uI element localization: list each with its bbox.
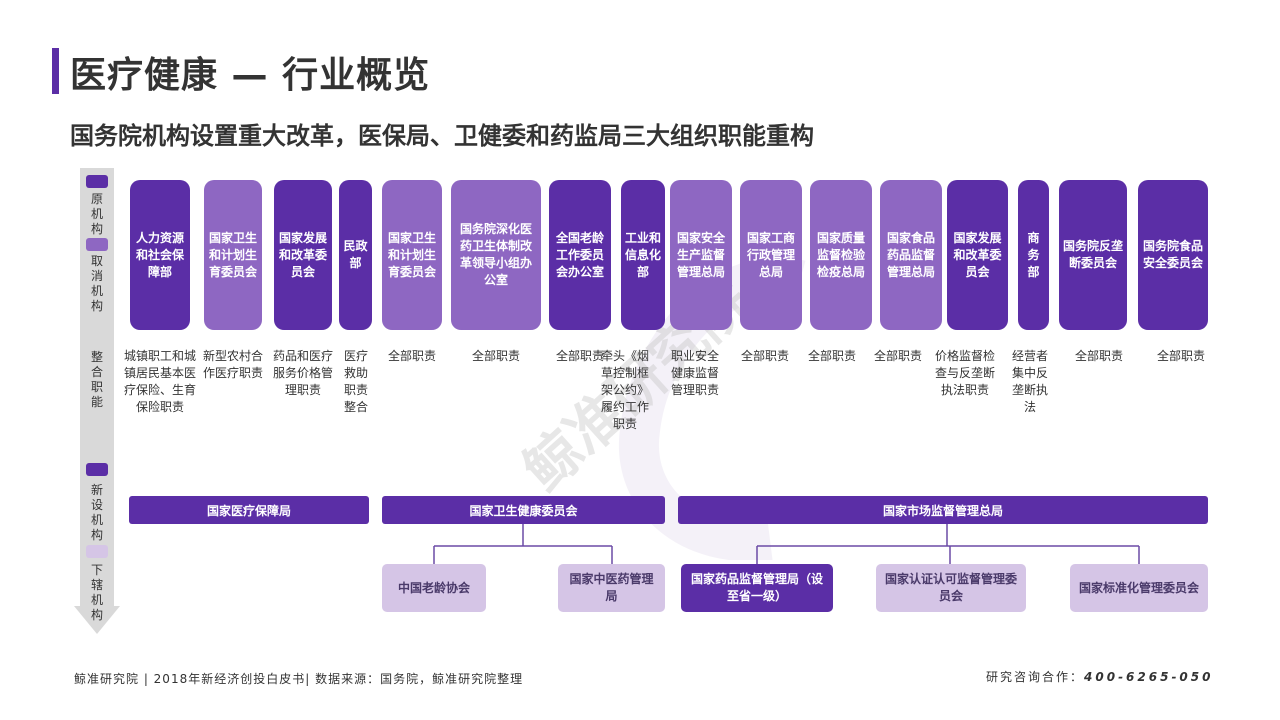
org-name: 商务部 — [1027, 230, 1040, 279]
legend-swatch-new — [86, 463, 108, 476]
org-box-mofcom: 商务部 — [1018, 180, 1049, 330]
title-accent-bar — [52, 48, 59, 94]
org-box-ndrc-1: 国家发展和改革委员会 — [274, 180, 332, 330]
org-name: 国家卫生和计划生育委员会 — [208, 230, 257, 279]
org-box-cfda: 国家食品药品监督管理总局 — [880, 180, 942, 330]
legend-label-cancelled: 取消机构 — [90, 254, 103, 313]
new-org-nhc: 国家卫生健康委员会 — [382, 496, 665, 524]
sub-org-name: 国家中医药管理局 — [569, 572, 654, 603]
footer-source: 鲸准研究院 | 2018年新经济创投白皮书| 数据来源：国务院，鲸准研究院整理 — [74, 672, 524, 686]
legend-label-new: 新设机构 — [90, 483, 103, 542]
org-name: 国家工商行政管理总局 — [746, 230, 795, 279]
footer-phone: 400-6265-050 — [1084, 670, 1214, 684]
new-org-samr: 国家市场监督管理总局 — [678, 496, 1208, 524]
org-box-mca: 民政部 — [339, 180, 372, 330]
duty-text-antimonopoly: 全部职责 — [1074, 349, 1123, 363]
sub-org-name: 国家标准化管理委员会 — [1078, 580, 1199, 595]
org-name: 人力资源和社会保障部 — [135, 230, 184, 279]
sub-org-name: 国家药品监督管理局（设至省一级） — [690, 572, 823, 603]
duty-text-nhfpc-2: 全部职责 — [387, 349, 436, 363]
legend-swatch-original — [86, 175, 108, 188]
duty-text-aging-office: 全部职责 — [555, 349, 604, 363]
sub-org-sac: 国家标准化管理委员会 — [1070, 564, 1208, 612]
duty-text-nhfpc-1: 新型农村合作医疗职责 — [202, 349, 263, 380]
duty-text-safety-admin: 职业安全健康监督管理职责 — [670, 349, 719, 397]
sub-org-name: 国家认证认可监督管理委员会 — [884, 572, 1017, 603]
duty-text-miit: 牵头《烟草控制框架公约》履约工作职责 — [600, 349, 649, 431]
legend-swatch-subordinate — [86, 545, 108, 558]
org-box-saic: 国家工商行政管理总局 — [740, 180, 802, 330]
duty-text-healthreform-office: 全部职责 — [471, 349, 520, 363]
org-name: 国务院食品安全委员会 — [1142, 239, 1203, 270]
org-box-healthreform-office: 国务院深化医药卫生体制改革领导小组办公室 — [451, 180, 541, 330]
duty-text-ndrc-2: 价格监督检查与反垄断执法职责 — [934, 349, 995, 397]
legend-label-subordinate: 下辖机构 — [90, 563, 103, 622]
org-name: 国家卫生和计划生育委员会 — [387, 230, 436, 279]
org-box-miit: 工业和信息化部 — [621, 180, 665, 330]
org-name: 国家发展和改革委员会 — [278, 230, 327, 279]
legend-label-duties: 整合职能 — [90, 350, 103, 409]
org-box-nhfpc-2: 国家卫生和计划生育委员会 — [382, 180, 442, 330]
org-box-safety-admin: 国家安全生产监督管理总局 — [670, 180, 732, 330]
duty-text-foodsafety: 全部职责 — [1156, 349, 1205, 363]
duty-text-hrss: 城镇职工和城镇居民基本医疗保险、生育保险职责 — [123, 349, 196, 414]
org-name: 国家安全生产监督管理总局 — [676, 230, 725, 279]
legend-label-original: 原机构 — [90, 192, 103, 236]
org-name: 国家发展和改革委员会 — [953, 230, 1002, 279]
org-box-antimonopoly: 国务院反垄断委员会 — [1059, 180, 1127, 330]
footer-contact-label: 研究咨询合作： — [986, 670, 1085, 684]
org-name: 国务院深化医药卫生体制改革领导小组办公室 — [459, 222, 532, 287]
duty-text-mca: 医疗救助职责整合 — [343, 349, 368, 414]
legend-swatch-cancelled — [86, 238, 108, 251]
org-box-foodsafety: 国务院食品安全委员会 — [1138, 180, 1208, 330]
duty-text-cfda: 全部职责 — [873, 349, 922, 363]
org-name: 全国老龄工作委员会办公室 — [555, 230, 604, 279]
duty-text-ndrc-1: 药品和医疗服务价格管理职责 — [272, 349, 333, 397]
duty-text-saic: 全部职责 — [740, 349, 789, 363]
org-name: 民政部 — [343, 239, 368, 270]
page-subtitle: 国务院机构设置重大改革，医保局、卫健委和药监局三大组织职能重构 — [70, 122, 814, 150]
footer-contact: 研究咨询合作：400-6265-050 — [986, 668, 1213, 685]
sub-org-name: 中国老龄协会 — [397, 580, 470, 595]
org-box-aging-office: 全国老龄工作委员会办公室 — [549, 180, 611, 330]
duty-text-mofcom: 经营者集中反垄断执法 — [1011, 349, 1048, 414]
sub-org-aging-association: 中国老龄协会 — [382, 564, 486, 612]
new-org-nhsa: 国家医疗保障局 — [129, 496, 369, 524]
legend-arrow — [74, 606, 120, 634]
org-box-nhfpc-1: 国家卫生和计划生育委员会 — [204, 180, 262, 330]
org-box-aqsiq: 国家质量监督检验检疫总局 — [810, 180, 872, 330]
org-name: 国家质量监督检验检疫总局 — [816, 230, 865, 279]
org-box-hrss: 人力资源和社会保障部 — [130, 180, 190, 330]
duty-text-aqsiq: 全部职责 — [807, 349, 856, 363]
page-title: 医疗健康 — 行业概览 — [70, 55, 431, 96]
org-name: 工业和信息化部 — [625, 230, 662, 279]
org-name: 国务院反垄断委员会 — [1063, 239, 1124, 270]
sub-org-nmpa: 国家药品监督管理局（设至省一级） — [681, 564, 833, 612]
sub-org-tcm-admin: 国家中医药管理局 — [558, 564, 665, 612]
org-name: 国家食品药品监督管理总局 — [886, 230, 935, 279]
sub-org-cnca: 国家认证认可监督管理委员会 — [876, 564, 1026, 612]
org-box-ndrc-2: 国家发展和改革委员会 — [947, 180, 1008, 330]
